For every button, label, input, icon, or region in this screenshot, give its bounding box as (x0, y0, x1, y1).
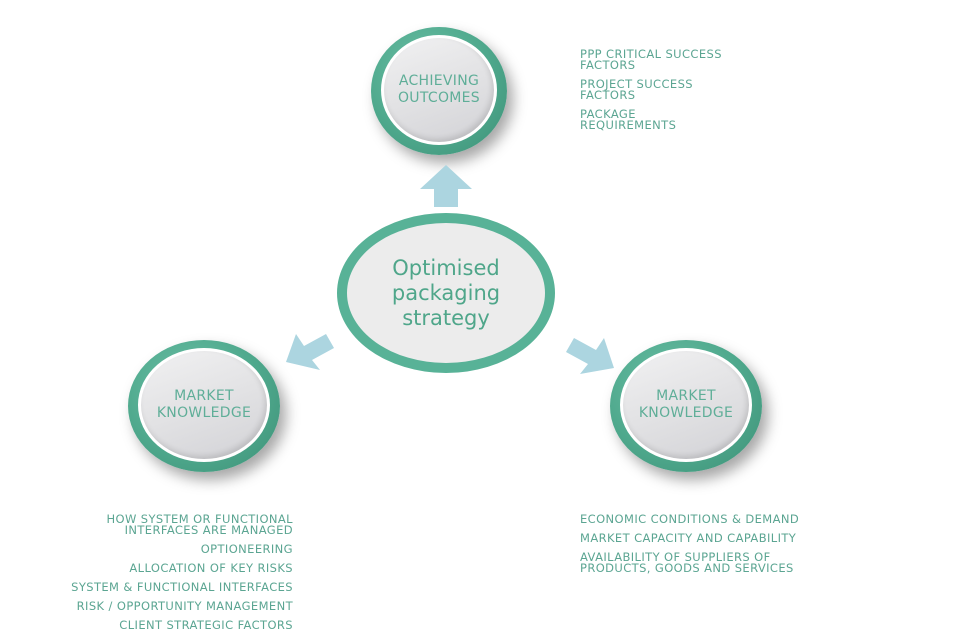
list-market-knowledge-right: ECONOMIC CONDITIONS & DEMAND MARKET CAPA… (580, 512, 800, 582)
list-item: ECONOMIC CONDITIONS & DEMAND (580, 512, 800, 526)
list-achieving-outcomes: PPP CRITICAL SUCCESS FACTORS PROJECT SUC… (580, 47, 722, 139)
list-item: RISK / OPPORTUNITY MANAGEMENT (76, 599, 293, 613)
node-market-knowledge-right-label: MARKET KNOWLEDGE (638, 388, 734, 421)
list-item: CLIENT STRATEGIC FACTORS (119, 618, 293, 632)
list-item: HOW SYSTEM OR FUNCTIONAL INTERFACES ARE … (106, 512, 293, 537)
list-item: PPP CRITICAL SUCCESS FACTORS (580, 47, 722, 72)
arrow-up-icon (420, 165, 472, 207)
list-item: PROJECT SUCCESS FACTORS (580, 77, 693, 102)
list-item: MARKET CAPACITY AND CAPABILITY (580, 531, 797, 545)
arrow-down-right-icon (566, 338, 614, 374)
node-market-knowledge-left-label: MARKET KNOWLEDGE (156, 388, 252, 421)
list-item: PACKAGE REQUIREMENTS (580, 107, 677, 132)
node-achieving-outcomes-label: ACHIEVING OUTCOMES (397, 73, 480, 106)
list-item: ALLOCATION OF KEY RISKS (129, 561, 293, 575)
list-item: AVAILABILITY OF SUPPLIERS OF PRODUCTS, G… (580, 550, 794, 575)
node-achieving-outcomes: ACHIEVING OUTCOMES (371, 27, 507, 155)
center-node: Optimised packaging strategy (337, 213, 555, 373)
list-item: OPTIONEERING (200, 542, 293, 556)
center-node-label: Optimised packaging strategy (391, 255, 501, 330)
list-market-knowledge-left: HOW SYSTEM OR FUNCTIONAL INTERFACES ARE … (71, 512, 293, 639)
node-market-knowledge-left: MARKET KNOWLEDGE (128, 340, 280, 472)
node-market-knowledge-right: MARKET KNOWLEDGE (610, 340, 762, 472)
list-item: SYSTEM & FUNCTIONAL INTERFACES (71, 580, 293, 594)
arrow-down-left-icon (286, 334, 334, 370)
